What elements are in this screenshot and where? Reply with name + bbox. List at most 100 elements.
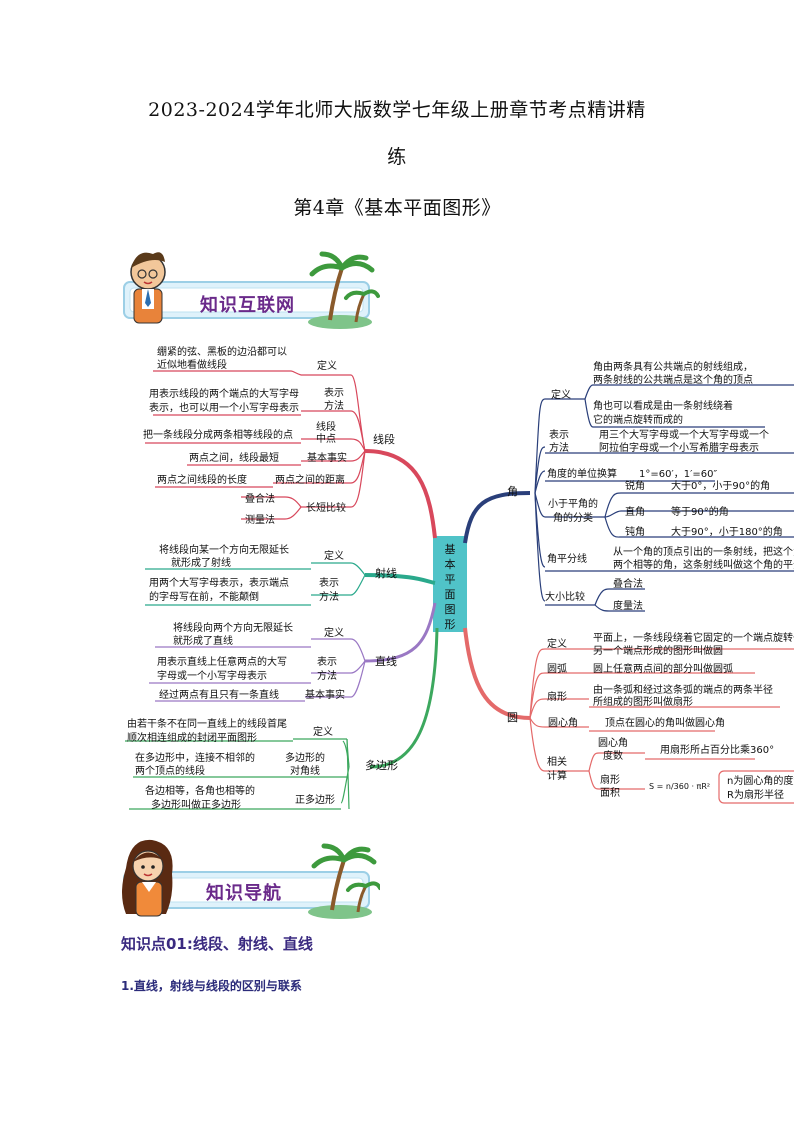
ray-rep-text: 的字母写在前，不能颠倒 xyxy=(149,590,259,603)
ray-rep-label: 方法 xyxy=(319,590,339,603)
segment-mid-label: 中点 xyxy=(316,432,336,445)
knowledge-navigation-banner: 知识导航 xyxy=(120,838,382,928)
branch-circle xyxy=(463,627,531,720)
polygon-def-text: 由若干条不在同一直线上的线段首尾 xyxy=(127,717,287,730)
angle-rep-label: 表示 xyxy=(549,428,569,441)
angle-rep-text: 用三个大写字母或一个大写字母或一个 xyxy=(599,428,769,441)
ray-def-label: 定义 xyxy=(324,549,344,562)
line-rep-label: 方法 xyxy=(317,669,337,682)
segment-fact-label: 基本事实 xyxy=(307,451,347,464)
polygon-diag-text: 在多边形中，连接不相邻的 xyxy=(135,751,255,764)
angle-bis-text: 两个相等的角，这条射线叫做这个角的平分 xyxy=(613,558,794,571)
knowledge-point-heading: 知识点01:线段、射线、直线 xyxy=(121,935,313,953)
node-polygon: 多边形 xyxy=(365,758,398,772)
circle-area-label: 面积 xyxy=(600,787,620,799)
segment-def-text: 绷紧的弦、黑板的边沿都可以 xyxy=(157,345,287,358)
segment-mid-label: 线段 xyxy=(316,420,336,433)
circle-sector-text: 所组成的图形叫做扇形 xyxy=(593,695,693,708)
segment-rep-label: 表示 xyxy=(324,386,344,399)
document-title-line1: 2023-2024学年北师大版数学七年级上册章节考点精讲精 xyxy=(148,99,646,121)
segment-rep-text: 用表示线段的两个端点的大写字母 xyxy=(149,387,299,400)
line-rep-text: 字母或一个小写字母表示 xyxy=(157,669,267,682)
branch-ray xyxy=(364,573,436,585)
node-ray: 射线 xyxy=(375,566,397,580)
angle-cls-name: 钝角 xyxy=(625,525,645,538)
circle-def-label: 定义 xyxy=(547,637,567,650)
angle-cls-name: 锐角 xyxy=(625,479,645,492)
segment-fact-text: 两点之间，线段最短 xyxy=(189,451,279,464)
ray-def-text: 就形成了射线 xyxy=(171,556,231,569)
center-char: 形 xyxy=(445,618,456,631)
angle-rep-label: 方法 xyxy=(549,441,569,454)
banner-title: 知识互联网 xyxy=(200,295,295,316)
angle-def-text2: 它的端点旋转而成的 xyxy=(593,413,683,426)
line-def-label: 定义 xyxy=(324,626,344,639)
segment-cmp-item: 测量法 xyxy=(245,513,275,526)
knowledge-point-subheading: 1.直线，射线与线段的区别与联系 xyxy=(121,979,302,993)
node-line: 直线 xyxy=(375,654,397,668)
node-circle: 圆 xyxy=(507,711,518,724)
node-angle: 角 xyxy=(507,485,518,498)
polygon-diag-text: 两个顶点的线段 xyxy=(135,764,205,777)
segment-dist-text: 两点之间线段的长度 xyxy=(157,473,247,486)
branch-line xyxy=(364,602,437,663)
angle-unit-text: 1°=60′，1′=60″ xyxy=(639,469,717,480)
banner-title: 知识导航 xyxy=(206,883,282,904)
circle-area-note: R为扇形半径 xyxy=(727,788,784,801)
branch-segment xyxy=(364,449,437,539)
circle-def-text: 平面上，一条线段绕着它固定的一个端点旋转一 xyxy=(593,631,794,644)
angle-cls-name: 直角 xyxy=(625,505,645,518)
circle-deg-text: 用扇形所占百分比乘360° xyxy=(660,743,774,756)
ray-def-text: 将线段向某一个方向无限延长 xyxy=(159,543,289,556)
angle-cmp-item: 度量法 xyxy=(613,599,643,612)
branch-polygon xyxy=(369,627,439,769)
angle-rep-text: 阿拉伯字母或一个小写希腊字母表示 xyxy=(599,441,759,454)
banner-illustration xyxy=(122,839,382,919)
polygon-reg-label: 正多边形 xyxy=(295,793,335,806)
circle-sector-label: 扇形 xyxy=(547,690,567,703)
segment-rep-label: 方法 xyxy=(324,399,344,412)
circle-arc-label: 圆弧 xyxy=(547,662,567,675)
line-rep-text: 用表示直线上任意两点的大写 xyxy=(157,655,287,668)
angle-def-label: 定义 xyxy=(551,388,571,401)
knowledge-network-banner: 知识互联网 xyxy=(120,242,380,330)
segment-def-text: 近似地看做线段 xyxy=(157,358,227,371)
center-char: 面 xyxy=(445,588,456,601)
mind-map: 基 本 平 面 图 形 线段 定义 绷紧的弦、黑板的边沿都可以 xyxy=(125,345,794,811)
segment-cmp-item: 叠合法 xyxy=(245,492,275,505)
polygon-def-label: 定义 xyxy=(313,725,333,738)
circle-arc-text: 圆上任意两点间的部分叫做圆弧 xyxy=(593,662,733,675)
ray-rep-label: 表示 xyxy=(319,576,339,589)
angle-unit-label: 角度的单位换算 xyxy=(547,467,617,480)
segment-mid-text: 把一条线段分成两条相等线段的点 xyxy=(143,428,293,441)
angle-bis-label: 角平分线 xyxy=(547,552,587,565)
line-fact-label: 基本事实 xyxy=(305,688,345,701)
segment-dist-label: 两点之间的距离 xyxy=(275,473,345,486)
angle-cls-label: 角的分类 xyxy=(553,511,593,524)
document-title-line2: 练 xyxy=(387,146,407,168)
banner-illustration xyxy=(123,251,380,329)
angle-def-text2: 角也可以看成是由一条射线绕着 xyxy=(593,399,733,412)
angle-def-text1: 角由两条具有公共端点的射线组成， xyxy=(593,360,753,373)
circle-deg-label: 度数 xyxy=(603,749,623,762)
circle-central-text: 顶点在圆心的角叫做圆心角 xyxy=(605,716,725,729)
angle-cls-desc: 大于90°，小于180°的角 xyxy=(671,525,783,538)
angle-bis-text: 从一个角的顶点引出的一条射线，把这个角 xyxy=(613,545,794,558)
center-node xyxy=(433,536,467,632)
polygon-diag-label: 对角线 xyxy=(290,764,320,777)
circle-area-formula: S = n/360 · πR² xyxy=(649,782,710,791)
branch-angle xyxy=(463,491,531,544)
polygon-reg-text: 各边相等，各角也相等的 xyxy=(145,784,255,797)
node-segment: 线段 xyxy=(373,432,395,446)
circle-area-label: 扇形 xyxy=(600,773,620,786)
polygon-reg-text: 多边形叫做正多边形 xyxy=(151,798,241,811)
line-fact-text: 经过两点有且只有一条直线 xyxy=(159,688,279,701)
line-def-text: 就形成了直线 xyxy=(173,634,233,647)
segment-def-label: 定义 xyxy=(317,359,337,372)
circle-calc-label: 相关 xyxy=(547,755,567,768)
ray-rep-text: 用两个大写字母表示，表示端点 xyxy=(149,576,289,589)
angle-cls-desc: 大于0°，小于90°的角 xyxy=(671,479,770,492)
circle-deg-label: 圆心角 xyxy=(598,737,628,749)
circle-sector-text: 由一条弧和经过这条弧的端点的两条半径 xyxy=(593,683,773,696)
angle-cls-label: 小于平角的 xyxy=(548,497,598,510)
